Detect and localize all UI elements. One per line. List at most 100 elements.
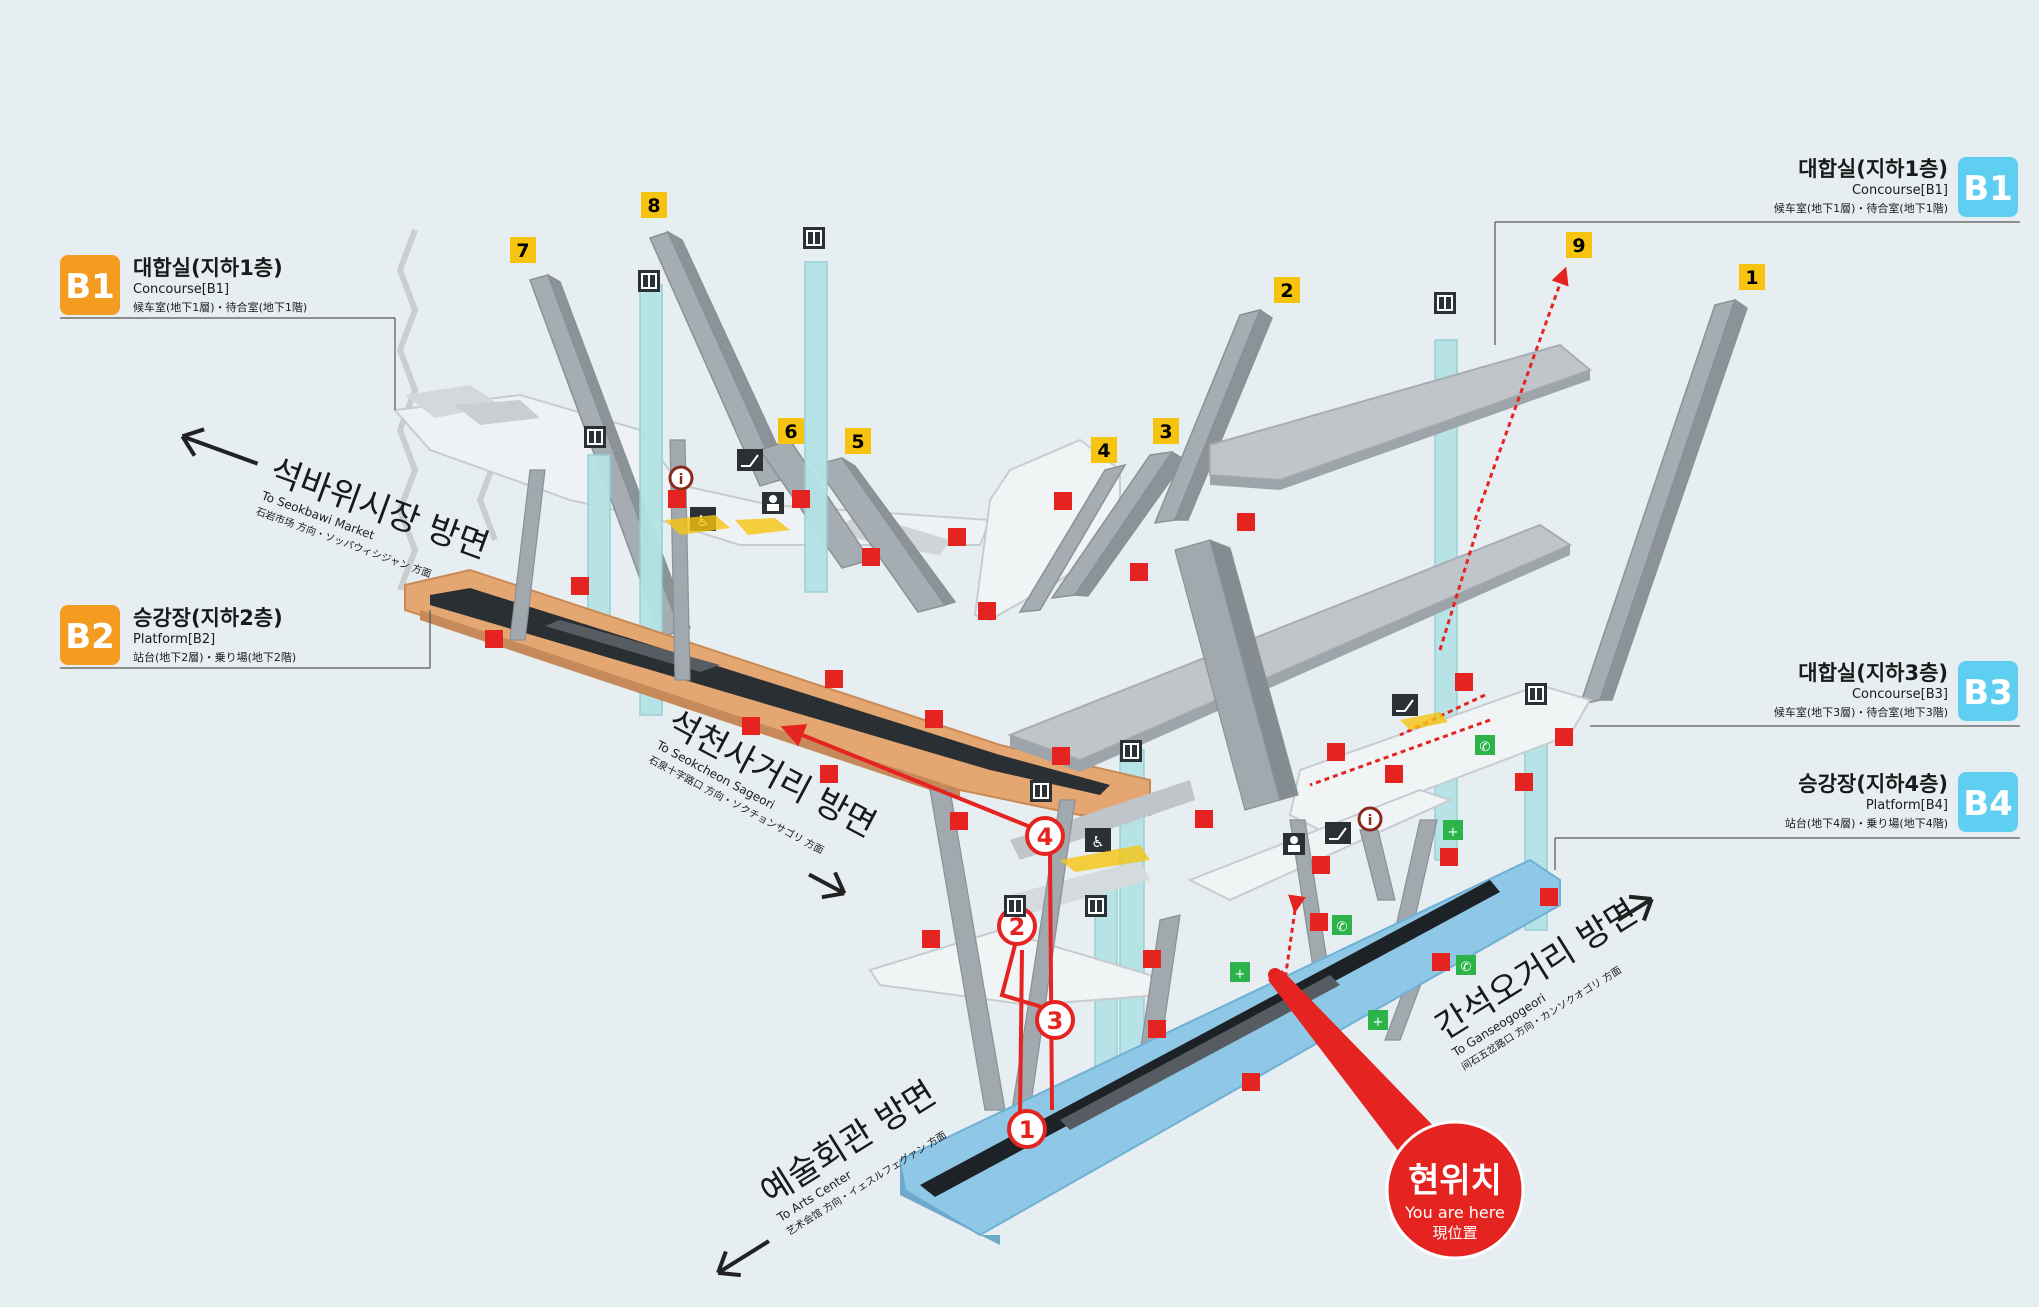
fire-extinguisher-icon — [1130, 563, 1148, 581]
svg-text:i: i — [679, 472, 684, 488]
facility-icons: i ♿ i ♿ ✆ + ✆ ✆ + + — [665, 449, 1495, 1030]
route-step-3-label: 3 — [1047, 1007, 1064, 1035]
level-label-b3-right: B3 대합실(지하3층) Concourse[B3] 候车室(地下3層)・待合室… — [1590, 661, 2020, 727]
fire-extinguisher-icon — [1327, 743, 1345, 761]
fire-extinguisher-icon — [1432, 953, 1450, 971]
arrow-left-icon — [180, 427, 259, 466]
elevator-icon — [638, 270, 660, 292]
fire-extinguisher-icon — [1195, 810, 1213, 828]
fire-extinguisher-icon — [1312, 856, 1330, 874]
b3-concourse — [868, 343, 1592, 1007]
info-icon: i — [1357, 806, 1383, 832]
fire-extinguisher-icon — [820, 765, 838, 783]
svg-text:6: 6 — [784, 421, 797, 443]
fire-extinguisher-icon — [1555, 728, 1573, 746]
level-kr: 대합실(지하1층) — [133, 256, 283, 280]
svg-text:1: 1 — [1745, 267, 1758, 289]
exit-badge-5: 5 — [845, 428, 871, 454]
b4-platform — [898, 858, 1561, 1245]
exit-badge-1: 1 — [1739, 264, 1765, 290]
level-code: B4 — [1963, 784, 2013, 824]
you-are-here-en: You are here — [1404, 1203, 1505, 1222]
elevator-icon — [1120, 740, 1142, 762]
fire-extinguisher-icon — [862, 548, 880, 566]
arrow-left-icon — [716, 1239, 770, 1278]
svg-text:5: 5 — [851, 431, 864, 453]
emergency-phone-icon: ✆ — [1456, 955, 1476, 975]
level-code: B2 — [65, 617, 115, 657]
level-code: B1 — [65, 267, 115, 307]
svg-text:8: 8 — [647, 195, 660, 217]
fire-extinguisher-icon — [1237, 513, 1255, 531]
svg-text:✆: ✆ — [1337, 920, 1348, 935]
fire-extinguisher-icon — [1440, 848, 1458, 866]
route-step-3: 3 — [1035, 1000, 1075, 1040]
aed-icon: + — [1443, 820, 1463, 840]
level-code: B3 — [1963, 673, 2013, 713]
info-icon: i — [668, 465, 694, 491]
fire-extinguisher-icon — [1054, 492, 1072, 510]
fire-extinguisher-icon — [1310, 913, 1328, 931]
svg-text:i: i — [1368, 813, 1373, 829]
fire-extinguisher-icon — [948, 528, 966, 546]
svg-text:9: 9 — [1572, 235, 1585, 257]
svg-text:✆: ✆ — [1480, 740, 1491, 755]
route-step-2-label: 2 — [1009, 913, 1026, 941]
fire-extinguisher-icon — [485, 630, 503, 648]
fire-extinguisher-icon — [922, 930, 940, 948]
nursing-room-icon — [762, 492, 784, 514]
fire-extinguisher-icon — [1515, 773, 1533, 791]
elevator-icon — [1030, 780, 1052, 802]
exit-badge-6: 6 — [778, 418, 804, 444]
fire-extinguisher-icon — [1540, 888, 1558, 906]
level-kr: 승강장(지하2층) — [133, 606, 283, 630]
fire-extinguisher-icon — [1052, 747, 1070, 765]
level-en: Platform[B2] — [133, 632, 215, 647]
fire-extinguisher-icon — [571, 577, 589, 595]
svg-text:3: 3 — [1159, 421, 1172, 443]
level-label-b2-left: B2 승강장(지하2층) Platform[B2] 站台(地下2層)・乗り場(地… — [60, 605, 431, 669]
elevator-icon — [584, 426, 606, 448]
exit-badge-4: 4 — [1091, 437, 1117, 463]
exit-4-stair — [1018, 463, 1127, 613]
structure-columns — [509, 439, 1446, 1121]
arrow-right-icon — [1616, 894, 1654, 922]
level-label-b4-right: B4 승강장(지하4층) Platform[B4] 站台(地下4層)・乗り場(地… — [1554, 772, 2020, 870]
arrow-right-icon — [808, 871, 847, 900]
svg-text:♿: ♿ — [1091, 833, 1104, 851]
aed-icon: + — [1368, 1010, 1388, 1030]
elevator-icon — [1525, 683, 1547, 705]
fire-extinguisher-icon — [978, 602, 996, 620]
route-step-4-label: 4 — [1037, 823, 1054, 851]
emergency-phone-icon: ✆ — [1332, 915, 1352, 935]
svg-text:+: + — [1373, 1015, 1384, 1030]
fire-extinguisher-icon — [1455, 673, 1473, 691]
toilet-icon: ♿ — [1085, 828, 1111, 852]
elevator-icon — [1085, 895, 1107, 917]
escalator-icon — [1325, 822, 1351, 844]
svg-text:4: 4 — [1097, 440, 1110, 462]
you-are-here-kr: 현위치 — [1408, 1161, 1502, 1201]
emergency-phone-icon: ✆ — [1475, 735, 1495, 755]
aed-icon: + — [1230, 962, 1250, 982]
exit-2-stair — [1153, 308, 1262, 524]
exit-badge-3: 3 — [1153, 418, 1179, 444]
level-kr: 승강장(지하4층) — [1798, 772, 1948, 796]
fire-extinguisher-icon — [1143, 950, 1161, 968]
route-step-4: 4 — [1025, 816, 1065, 856]
elevator-icon — [803, 227, 825, 249]
svg-text:7: 7 — [516, 240, 529, 262]
level-kr: 대합실(지하1층) — [1798, 157, 1948, 181]
level-label-b1-right: B1 대합실(지하1층) Concourse[B1] 候车室(地下1層)・待合室… — [1494, 157, 2020, 345]
elevator-icon — [1434, 292, 1456, 314]
escalator-icon — [1392, 694, 1418, 716]
svg-text:2: 2 — [1280, 280, 1293, 302]
exit-8-stair — [648, 231, 782, 487]
you-are-here-marker: 현위치 You are here 現位置 — [1268, 968, 1525, 1260]
transfer-route — [780, 266, 1569, 1116]
b2-platform — [404, 568, 1151, 816]
fire-extinguisher-icon — [1148, 1020, 1166, 1038]
exit-badges: 7 8 6 5 4 3 2 9 1 — [510, 192, 1765, 463]
exit-structures — [529, 230, 1748, 707]
